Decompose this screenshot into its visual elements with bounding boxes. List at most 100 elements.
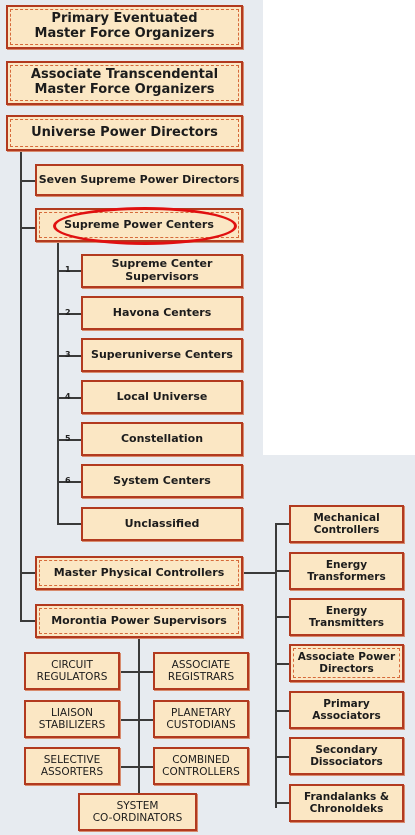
connector-mpc-child-2: [275, 570, 289, 572]
mpc-child-2-line1: Energy: [325, 558, 368, 571]
highlight-oval: [53, 207, 237, 245]
center-box-unclassified: Unclassified: [81, 507, 243, 541]
center-number-5: 5: [65, 434, 71, 443]
connector-center-7: [57, 523, 81, 525]
center-label-4: Local Universe: [116, 389, 208, 403]
mps-right-1-line1: ASSOCIATE: [171, 658, 231, 671]
mpc-child-5-line2: Associators: [312, 710, 381, 722]
associate-transcendental-line2: Master Force Organizers: [34, 82, 215, 97]
center-box-superuniverse: Superuniverse Centers: [81, 338, 243, 372]
mps-right-3-line1: COMBINED: [172, 753, 230, 766]
mpc-child-1-line2: Controllers: [313, 524, 380, 536]
mps-left-2-line2: STABILIZERS: [38, 719, 106, 731]
mps-right-2-line1: PLANETARY: [171, 706, 231, 719]
connector-center-6: [57, 481, 81, 483]
connector-center-3: [57, 355, 81, 357]
mpc-child-7-line1: Frandalanks &: [303, 790, 390, 803]
center-number-3: 3: [65, 350, 71, 359]
mpc-child-6-line2: Dissociators: [310, 756, 383, 768]
center-label-1-line2: Supervisors: [125, 270, 199, 283]
mpc-child-3-line2: Transmitters: [308, 617, 385, 629]
connector-mpc-child-7: [275, 802, 289, 804]
mps-right-1-line2: REGISTRARS: [167, 671, 235, 683]
connector-main-vertical: [20, 150, 22, 620]
mpc-child-1-line1: Mechanical: [313, 511, 380, 524]
connector-mps-row-1: [118, 671, 154, 673]
center-number-4: 4: [65, 392, 71, 401]
mpc-child-2-line2: Transformers: [307, 571, 386, 583]
universe-power-directors-box: Universe Power Directors: [6, 115, 243, 151]
mps-left-3-line2: ASSORTERS: [40, 766, 104, 778]
center-label-6: System Centers: [113, 473, 211, 487]
connector-center-4: [57, 397, 81, 399]
connector-mpc-child-5: [275, 710, 289, 712]
mpc-child-3-line1: Energy: [325, 604, 368, 617]
mps-right-2-line2: CUSTODIANS: [166, 719, 236, 731]
master-physical-controllers-box: Master Physical Controllers: [35, 556, 243, 590]
connector-to-seven: [20, 180, 36, 182]
center-box-constellation: Constellation: [81, 422, 243, 456]
connector-mps-row-2: [118, 719, 154, 721]
connector-mpc-child-6: [275, 756, 289, 758]
connector-mpc-vertical: [275, 523, 277, 808]
mpc-child-7-line2: Chronoldeks: [309, 803, 384, 815]
seven-supreme-power-directors-label: Seven Supreme Power Directors: [38, 172, 240, 186]
mpc-child-5-line1: Primary: [323, 697, 370, 710]
center-label-3: Superuniverse Centers: [91, 347, 233, 361]
center-number-2: 2: [65, 308, 71, 317]
morontia-power-supervisors-box: Morontia Power Supervisors: [35, 604, 243, 638]
connector-mps-vertical: [138, 633, 140, 795]
mps-right-3-line2: CONTROLLERS: [162, 766, 240, 778]
mpc-child-6-line1: Secondary: [315, 743, 378, 756]
mpc-child-4-line2: Directors: [319, 663, 374, 675]
universe-power-directors-label: Universe Power Directors: [31, 124, 218, 140]
connector-to-mps: [20, 620, 36, 622]
connector-mps-row-3: [118, 766, 154, 768]
connector-center-1: [57, 270, 81, 272]
connector-to-centers: [20, 227, 36, 229]
primary-eventuated-line1: Primary Eventuated: [51, 11, 198, 27]
connector-center-5: [57, 439, 81, 441]
master-physical-controllers-label: Master Physical Controllers: [53, 565, 225, 579]
connector-mpc-child-3: [275, 616, 289, 618]
center-label-2: Havona Centers: [112, 305, 212, 319]
mpc-child-frandalanks-chronoldeks: Frandalanks &Chronoldeks: [289, 784, 404, 822]
mps-bottom-line1: SYSTEM: [116, 799, 159, 812]
connector-to-mpc: [20, 572, 36, 574]
center-box-system-centers: System Centers: [81, 464, 243, 498]
mps-bottom-line2: CO-ORDINATORS: [92, 812, 183, 824]
connector-centers-vertical: [57, 240, 59, 525]
center-box-havona: Havona Centers: [81, 296, 243, 330]
primary-eventuated-line2: Master Force Organizers: [34, 26, 215, 41]
associate-transcendental-line1: Associate Transcendental: [30, 67, 219, 83]
mps-left-1-line1: CIRCUIT: [51, 658, 93, 671]
center-box-local-universe: Local Universe: [81, 380, 243, 414]
center-label-1-line1: Supreme Center: [111, 257, 213, 271]
center-label-5: Constellation: [120, 431, 204, 445]
seven-supreme-power-directors-box: Seven Supreme Power Directors: [35, 164, 243, 196]
center-number-1: 1: [65, 265, 71, 274]
connector-mpc-right: [243, 572, 276, 574]
mpc-child-4-line1: Associate Power: [297, 650, 396, 663]
connector-mpc-child-4: [275, 663, 289, 665]
center-label-7: Unclassified: [124, 516, 200, 530]
mps-left-1-line2: REGULATORS: [36, 671, 108, 683]
center-number-6: 6: [65, 476, 71, 485]
mps-left-3-line1: SELECTIVE: [43, 753, 101, 766]
